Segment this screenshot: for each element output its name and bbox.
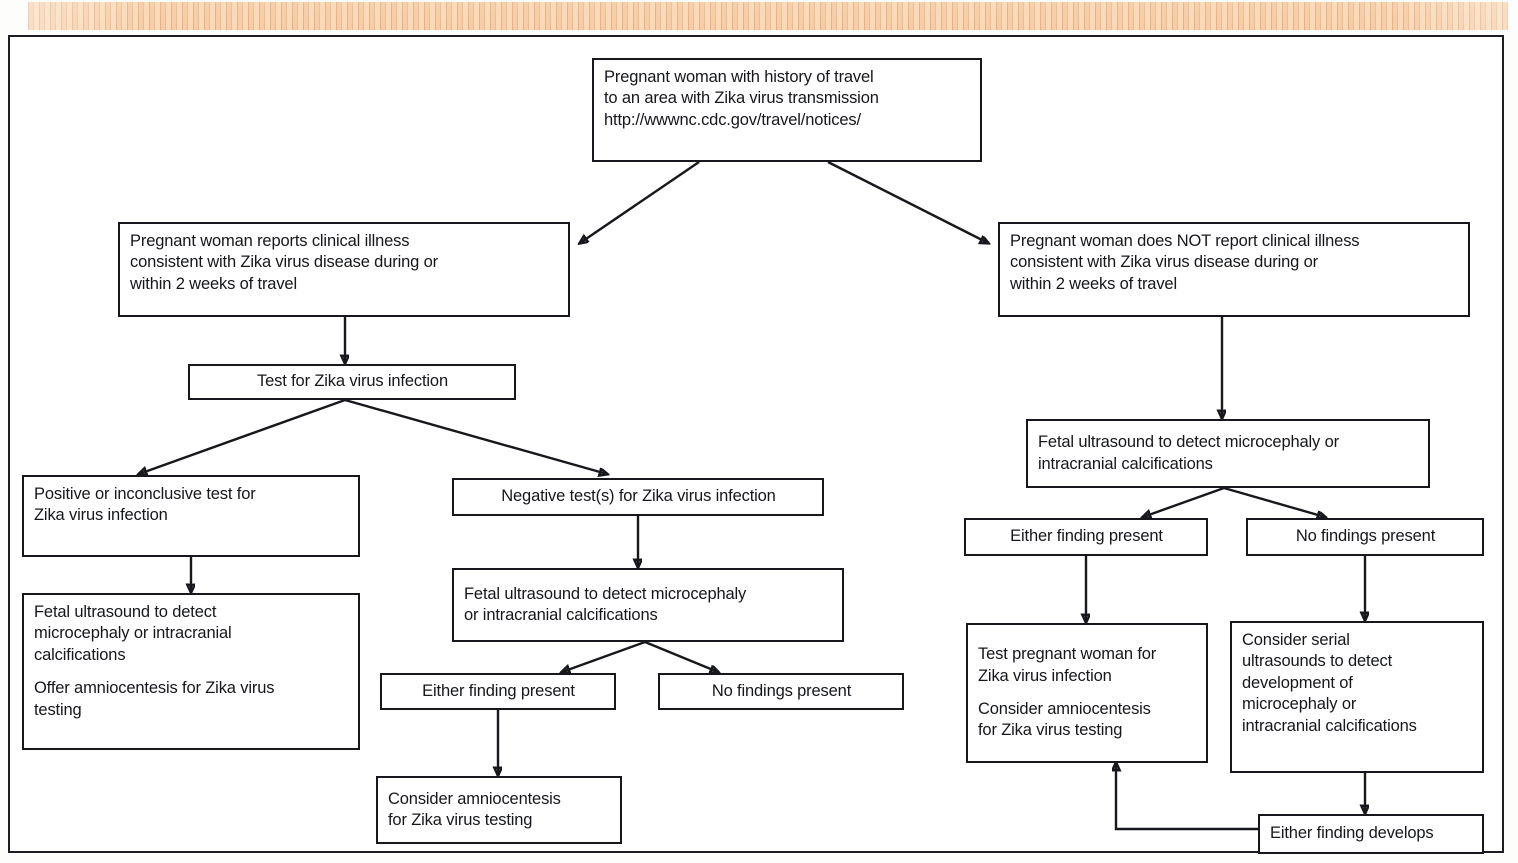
- negative-test-label: Negative test(s) for Zika virus infectio…: [501, 487, 776, 506]
- node-root[interactable]: Pregnant woman with history of travel to…: [592, 58, 982, 162]
- serial-line-4: microcephaly or: [1242, 695, 1357, 714]
- node-asymptomatic[interactable]: Pregnant woman does NOT report clinical …: [998, 222, 1470, 317]
- positive-followup-p1-line-2: microcephaly or intracranial: [34, 624, 232, 643]
- test-woman-p2-line-1: Consider amniocentesis: [978, 700, 1151, 718]
- node-asymptomatic-either-finding-present[interactable]: Either finding present: [964, 518, 1208, 556]
- positive-followup-p2-line-1: Offer amniocentesis for Zika virus: [34, 679, 275, 698]
- positive-line-1: Positive or inconclusive test for: [34, 485, 256, 503]
- node-negative-consider-amniocentesis[interactable]: Consider amniocentesis for Zika virus te…: [376, 776, 622, 844]
- node-either-finding-develops[interactable]: Either finding develops: [1258, 814, 1484, 854]
- serial-line-1: Consider serial: [1242, 631, 1350, 649]
- negative-ultrasound-line-2: or intracranial calcifications: [464, 606, 658, 624]
- node-symptomatic[interactable]: Pregnant woman reports clinical illness …: [118, 222, 570, 317]
- asymptomatic-line-2: consistent with Zika virus disease durin…: [1010, 253, 1318, 272]
- node-test-for-zika[interactable]: Test for Zika virus infection: [188, 364, 516, 400]
- node-test-pregnant-woman[interactable]: Test pregnant woman for Zika virus infec…: [966, 623, 1208, 763]
- node-positive-or-inconclusive[interactable]: Positive or inconclusive test for Zika v…: [22, 475, 360, 557]
- root-line-2: to an area with Zika virus transmission: [604, 89, 879, 108]
- symptomatic-line-1: Pregnant woman reports clinical illness: [130, 232, 410, 250]
- negative-ultrasound-line-1: Fetal ultrasound to detect microcephaly: [464, 584, 747, 603]
- scan-header-band: [28, 2, 1508, 30]
- asymptomatic-line-3: within 2 weeks of travel: [1010, 274, 1177, 293]
- test-for-zika-label: Test for Zika virus infection: [257, 372, 448, 391]
- asym-ultrasound-line-1: Fetal ultrasound to detect microcephaly …: [1038, 433, 1339, 452]
- node-negative-either-finding-present[interactable]: Either finding present: [380, 673, 616, 710]
- symptomatic-line-3: within 2 weeks of travel: [130, 274, 297, 293]
- asymptomatic-line-1: Pregnant woman does NOT report clinical …: [1010, 232, 1360, 250]
- positive-followup-p1-line-1: Fetal ultrasound to detect: [34, 603, 217, 621]
- asym-no-findings-label: No findings present: [1295, 527, 1436, 546]
- symptomatic-line-2: consistent with Zika virus disease durin…: [130, 253, 438, 272]
- neg-either-finding-label: Either finding present: [422, 681, 575, 700]
- neg-amnio-line-1: Consider amniocentesis: [388, 789, 561, 808]
- node-asymptomatic-no-findings-present[interactable]: No findings present: [1246, 518, 1484, 556]
- develops-label: Either finding develops: [1270, 824, 1434, 843]
- neg-no-findings-label: No findings present: [711, 681, 852, 700]
- asym-ultrasound-line-2: intracranial calcifications: [1038, 454, 1213, 473]
- root-line-1: Pregnant woman with history of travel: [604, 68, 874, 86]
- test-woman-p1-line-2: Zika virus infection: [978, 666, 1112, 685]
- positive-followup-p2-line-2: testing: [34, 700, 82, 719]
- root-line-3: http://wwwnc.cdc.gov/travel/notices/: [604, 110, 861, 129]
- node-negative-test[interactable]: Negative test(s) for Zika virus infectio…: [452, 478, 824, 516]
- positive-followup-p1-line-3: calcifications: [34, 645, 126, 664]
- node-consider-serial-ultrasounds[interactable]: Consider serial ultrasounds to detect de…: [1230, 621, 1484, 773]
- asym-either-finding-label: Either finding present: [1010, 527, 1163, 546]
- test-woman-p1-line-1: Test pregnant woman for: [978, 645, 1157, 664]
- node-positive-followup[interactable]: Fetal ultrasound to detect microcephaly …: [22, 593, 360, 750]
- test-woman-p2-line-2: for Zika virus testing: [978, 721, 1123, 740]
- node-asymptomatic-fetal-ultrasound[interactable]: Fetal ultrasound to detect microcephaly …: [1026, 419, 1430, 488]
- serial-line-5: intracranial calcifications: [1242, 716, 1417, 735]
- positive-line-2: Zika virus infection: [34, 506, 168, 525]
- node-negative-no-findings-present[interactable]: No findings present: [658, 673, 904, 710]
- neg-amnio-line-2: for Zika virus testing: [388, 811, 533, 829]
- serial-line-3: development of: [1242, 673, 1353, 692]
- node-negative-fetal-ultrasound[interactable]: Fetal ultrasound to detect microcephaly …: [452, 568, 844, 642]
- serial-line-2: ultrasounds to detect: [1242, 652, 1393, 671]
